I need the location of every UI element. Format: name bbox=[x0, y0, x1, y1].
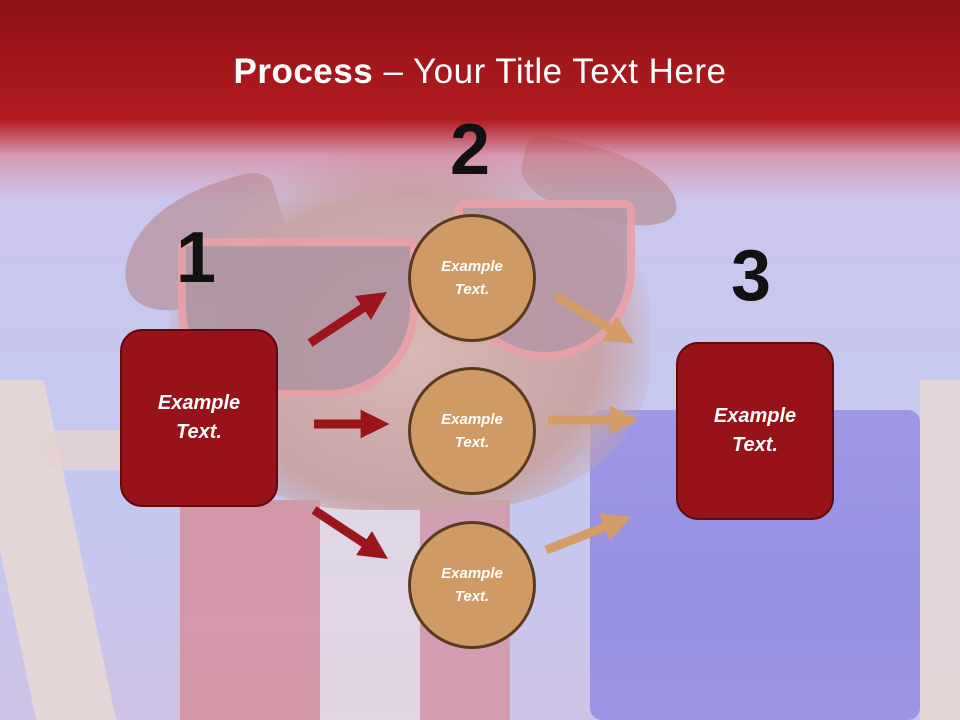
deck-chair-frame-right bbox=[920, 380, 960, 720]
slide-title: Process – Your Title Text Here bbox=[0, 52, 960, 92]
process-box-start-label: Example Text. bbox=[157, 392, 241, 443]
slide-title-rest: – Your Title Text Here bbox=[373, 52, 727, 91]
title-band bbox=[0, 0, 960, 200]
process-box-start[interactable]: Example Text. bbox=[120, 329, 278, 507]
process-circle-bottom[interactable]: Example Text. bbox=[408, 521, 536, 649]
process-circle-top-label: Example Text. bbox=[441, 257, 503, 298]
process-circle-bottom-label: Example Text. bbox=[441, 564, 503, 605]
deck-chair-stripe bbox=[320, 500, 420, 720]
process-circle-top[interactable]: Example Text. bbox=[408, 214, 536, 342]
process-box-end[interactable]: Example Text. bbox=[676, 342, 834, 520]
process-box-end-label: Example Text. bbox=[713, 405, 797, 456]
deck-chair-stripe bbox=[180, 500, 320, 720]
process-circle-middle-label: Example Text. bbox=[441, 410, 503, 451]
process-circle-middle[interactable]: Example Text. bbox=[408, 367, 536, 495]
slide-title-bold: Process bbox=[233, 52, 374, 91]
step-number-3: 3 bbox=[731, 236, 772, 316]
step-number-2: 2 bbox=[450, 110, 491, 190]
step-number-1: 1 bbox=[176, 218, 217, 298]
